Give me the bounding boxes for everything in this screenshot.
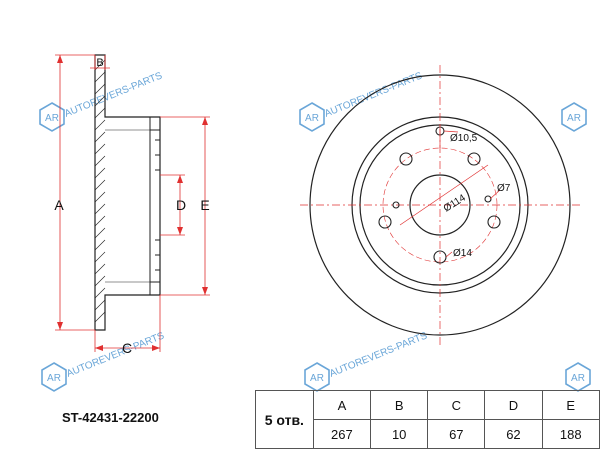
disc-outer-edge	[309, 74, 571, 336]
watermark-label: AUTOREVERS-PARTS	[65, 330, 166, 379]
callout-hole-small: Ø10,5	[450, 133, 478, 144]
side-view-dimensions	[55, 54, 210, 352]
watermark-label: AUTOREVERS-PARTS	[63, 70, 164, 119]
callout-pin: Ø7	[497, 183, 511, 194]
spec-value-c: 67	[427, 419, 486, 449]
spec-value-d: 62	[484, 419, 543, 449]
watermark-bottom-left: AR AUTOREVERS-PARTS	[41, 330, 166, 392]
spec-header-a: A	[312, 390, 372, 420]
dim-label-b: B	[96, 57, 103, 69]
watermark-bottom-right: AR	[565, 362, 591, 392]
dim-label-e: E	[200, 197, 209, 213]
spec-header-c: C	[427, 390, 486, 420]
front-view: Ø10,5 Ø114 Ø7 Ø14	[300, 65, 580, 345]
bolt-holes	[378, 152, 501, 264]
watermark-logo: AR	[571, 373, 585, 384]
watermark-logo: AR	[567, 113, 581, 124]
watermark-top-right: AR	[561, 102, 587, 132]
bolt-hole	[467, 152, 481, 166]
watermark-top-left: AR AUTOREVERS-PARTS	[39, 70, 164, 132]
bolt-hole	[378, 215, 392, 229]
spec-header-e: E	[541, 390, 600, 420]
spec-header-b: B	[370, 390, 429, 420]
watermark-logo: AR	[45, 113, 59, 124]
spec-value-e: 188	[541, 419, 600, 449]
pin-hole	[484, 195, 492, 203]
spec-value-a: 267	[312, 419, 372, 449]
part-number: ST-42431-22200	[62, 410, 159, 425]
spec-value-b: 10	[370, 419, 429, 449]
dim-label-d: D	[176, 197, 186, 213]
dim-label-a: A	[54, 197, 64, 213]
watermark-label: AUTOREVERS-PARTS	[328, 330, 429, 379]
watermark-label: AUTOREVERS-PARTS	[323, 70, 424, 119]
holes-count: 5 отв.	[255, 390, 314, 449]
spec-table-header-row: 5 отв. A B C D E	[255, 390, 600, 449]
callout-center: Ø14	[453, 248, 472, 259]
spec-table-value-row: 267 10 67 62 188	[256, 419, 600, 449]
watermark-logo: AR	[310, 373, 324, 384]
spec-table: 5 отв. A B C D E 267 10 67 62 188	[255, 390, 600, 449]
callout-pcd: Ø114	[442, 192, 468, 214]
watermark-logo: AR	[47, 373, 61, 384]
center-bore	[409, 174, 471, 236]
watermark-bottom-center: AR AUTOREVERS-PARTS	[304, 330, 429, 392]
side-view: A B C D E	[54, 54, 210, 356]
bolt-hole	[487, 215, 501, 229]
side-view-hatching	[94, 59, 160, 323]
dim-label-c: C	[122, 340, 132, 356]
pin-hole	[392, 201, 400, 209]
watermark-logo: AR	[305, 113, 319, 124]
bolt-hole	[399, 152, 413, 166]
spec-header-d: D	[484, 390, 543, 420]
